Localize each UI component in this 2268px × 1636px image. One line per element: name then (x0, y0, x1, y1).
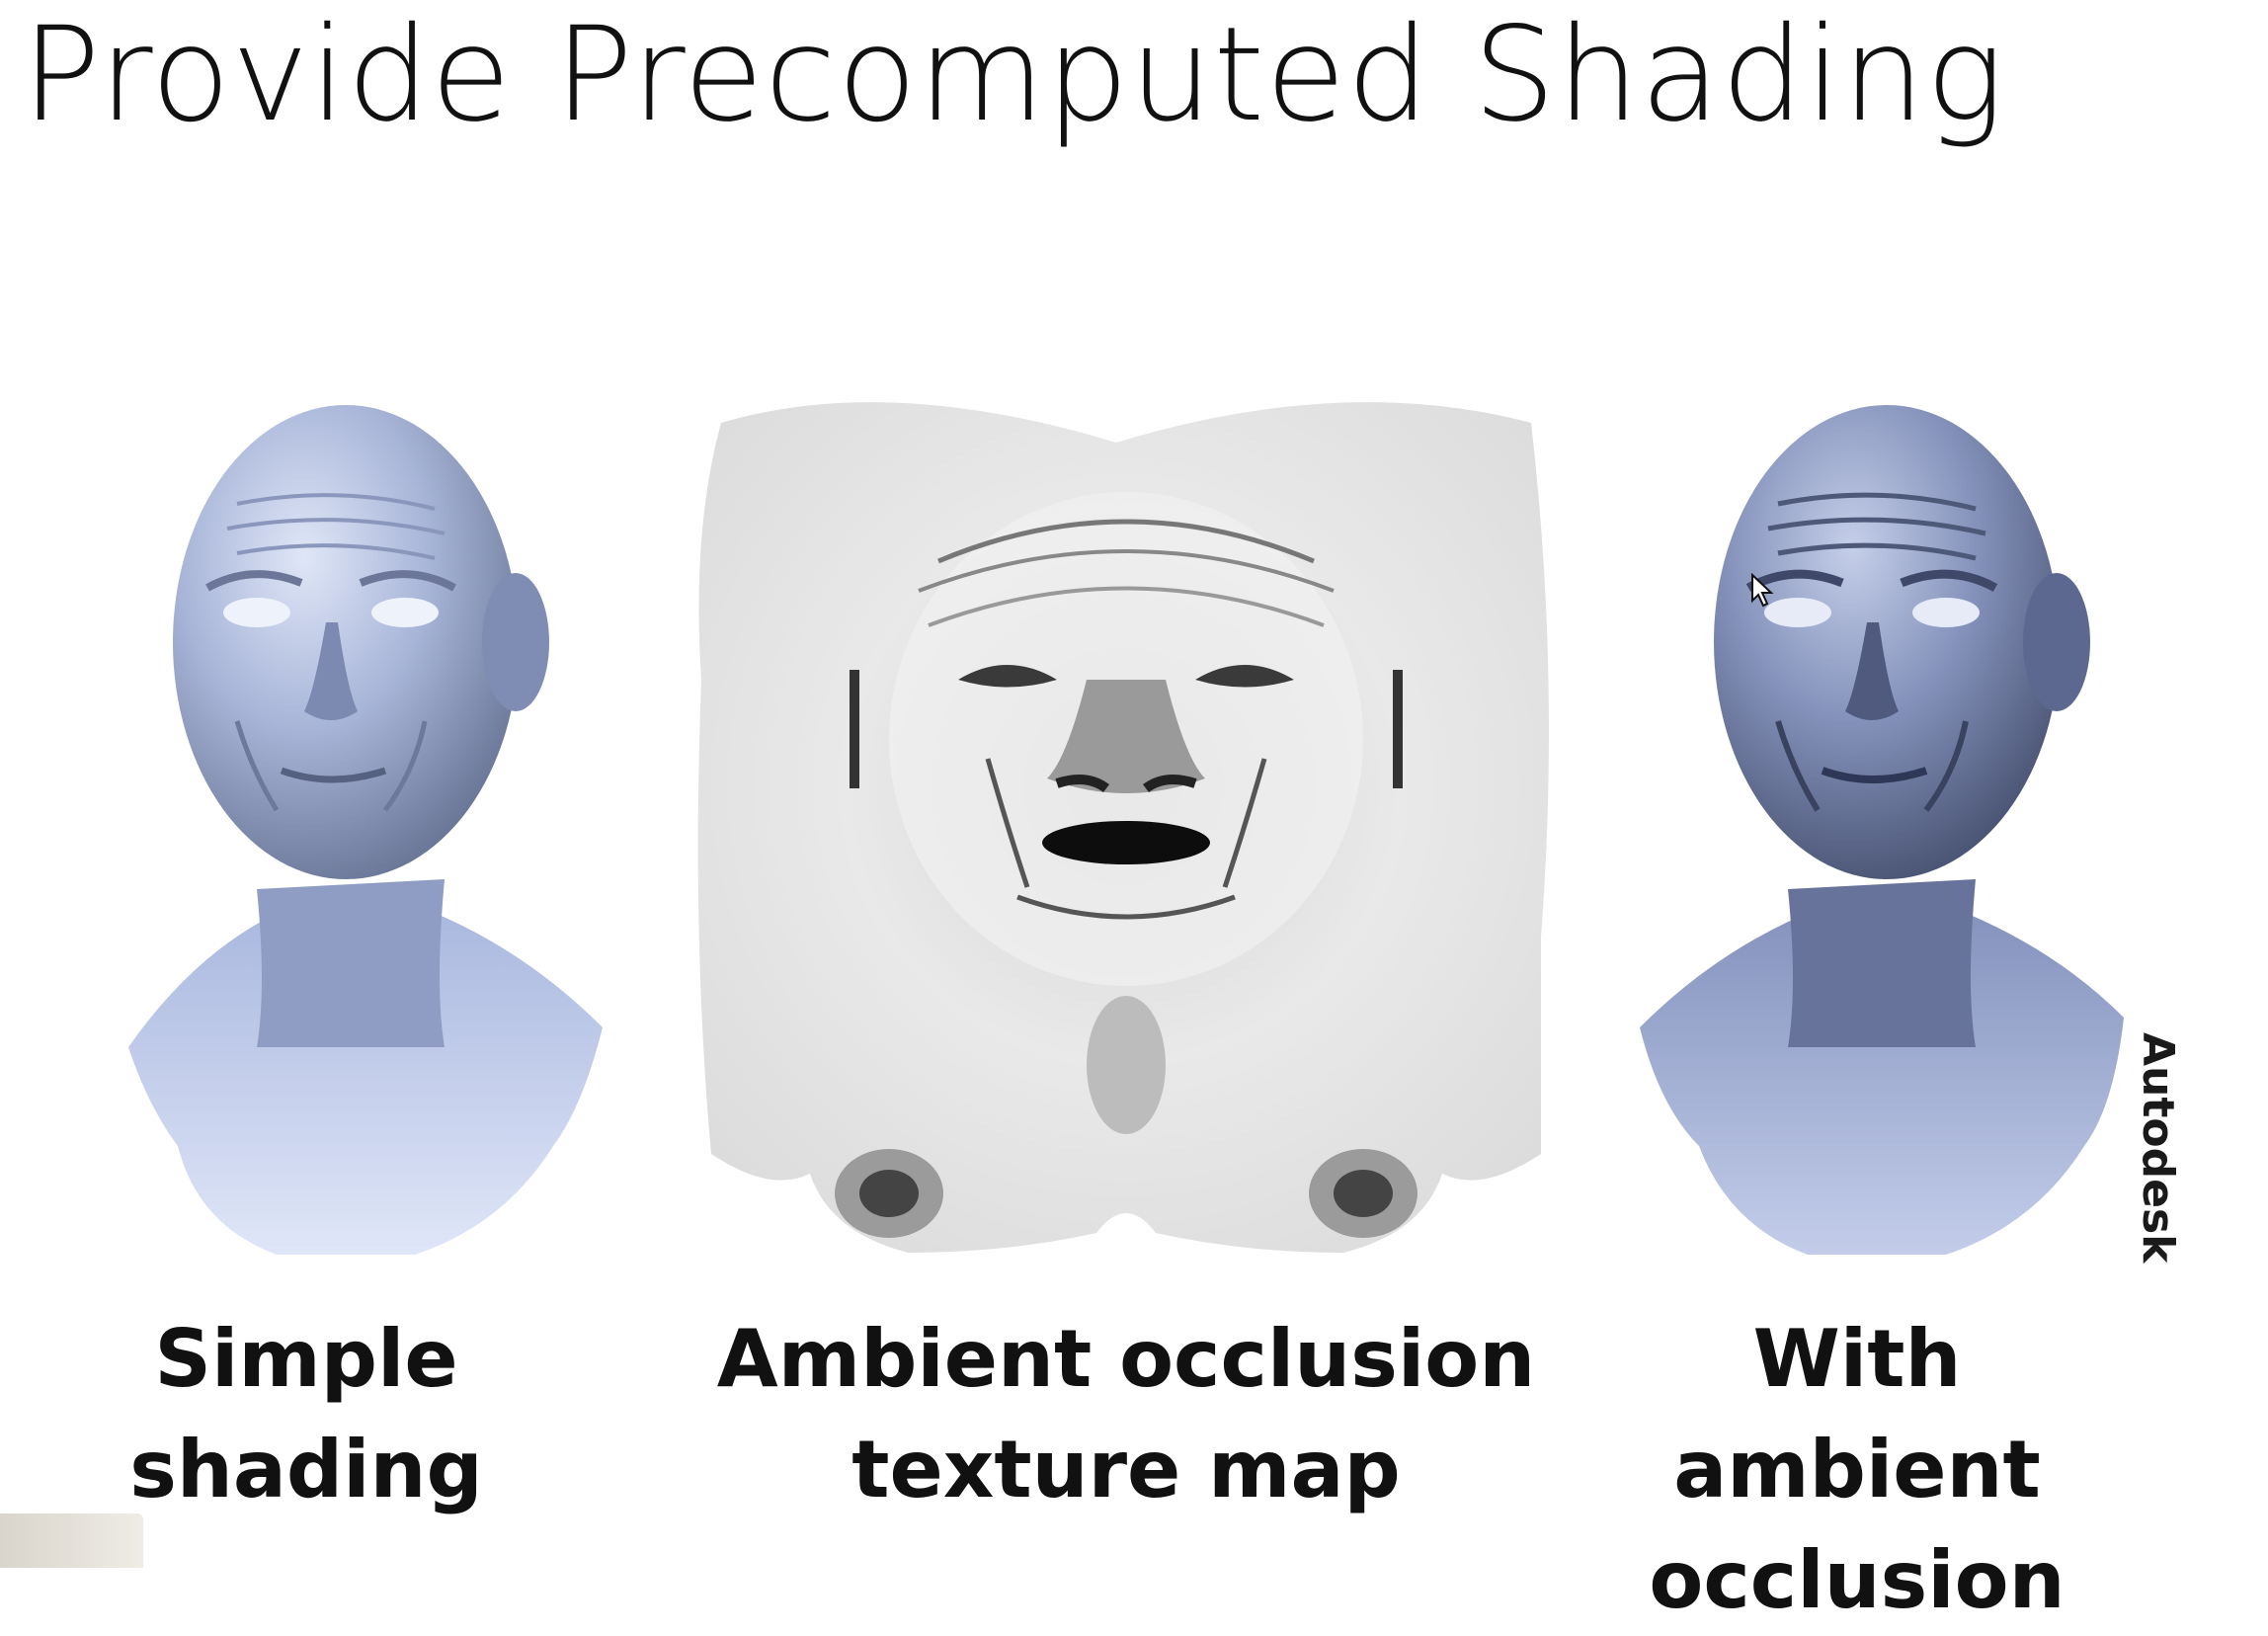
figure-simple-shading-image (89, 395, 622, 1265)
caption-with-ao: With ambient occlusion (1649, 1313, 2066, 1626)
autodesk-logo: Autodesk (2133, 1032, 2252, 1263)
caption-simple-shading: Simple shading (129, 1313, 483, 1515)
slide-title: Provide Precomputed Shading (22, 0, 2005, 151)
figure-with-ao-image (1620, 395, 2153, 1265)
figure-ao-texture-map-image (691, 383, 1561, 1263)
corner-video-thumbnail (0, 1513, 143, 1568)
caption-ao-texture-map: Ambient occlusion texture map (716, 1313, 1536, 1515)
autodesk-logo-text: Autodesk (2133, 1032, 2183, 1264)
mouse-cursor-icon (1750, 572, 1774, 613)
